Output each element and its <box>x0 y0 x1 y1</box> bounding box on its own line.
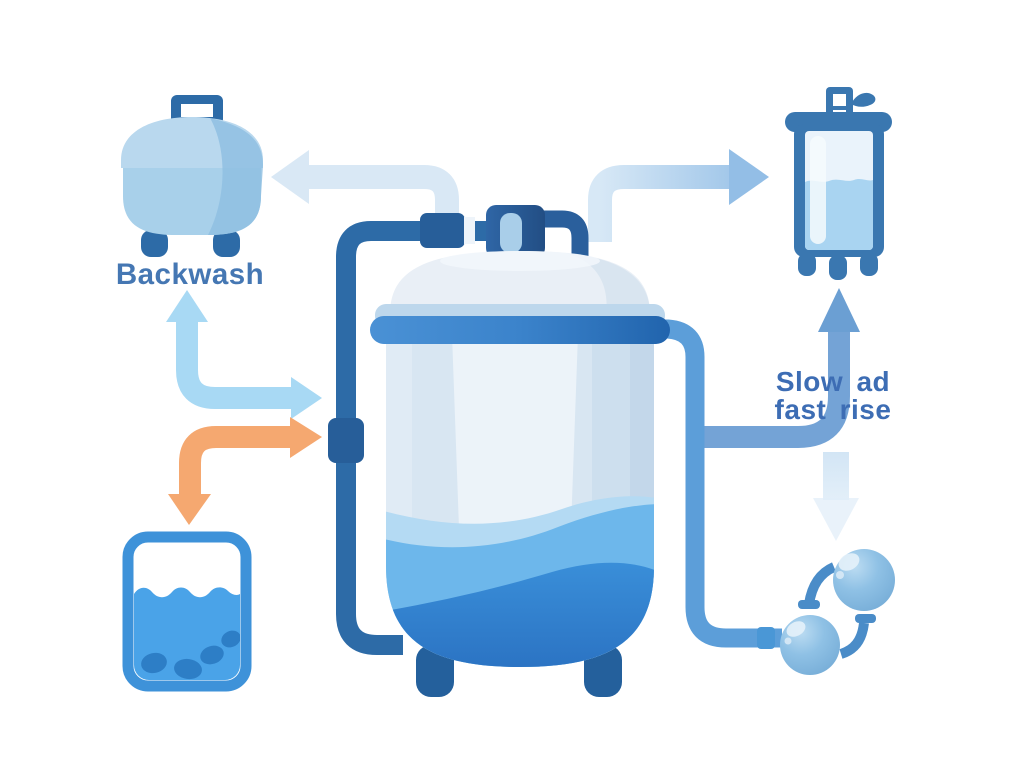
tank-leg-left <box>416 645 454 697</box>
canister-leg-right <box>860 253 878 276</box>
arrow-slow-fast-rise <box>690 288 860 448</box>
pipe-outlet-line <box>651 319 782 649</box>
arrow-tank-to-backwash <box>271 150 459 242</box>
tank-leg-right <box>584 645 622 697</box>
circulation-arrow-left-cap <box>798 600 820 609</box>
sediment-container-icon <box>122 531 252 692</box>
pot-shade <box>208 118 263 235</box>
bubble-small <box>780 615 840 675</box>
tank-collar-dark <box>370 316 670 344</box>
arrow-tank-to-collection-shaft <box>588 165 733 242</box>
arrow-light-shaft <box>176 317 294 409</box>
circulating-bubbles-icon <box>780 549 895 675</box>
bubble-large-dot <box>836 571 844 579</box>
arrow-rise-head <box>818 288 860 332</box>
arrow-up-to-backwash <box>166 290 322 419</box>
collection-tank-icon <box>785 87 892 280</box>
arrow-down-faded <box>813 452 859 541</box>
sediment-blob <box>174 658 202 680</box>
pipe-coupling-top <box>420 213 465 248</box>
sediment-blob <box>141 652 167 674</box>
pipe-coupling-side <box>328 418 364 463</box>
arrow-tank-to-collection <box>588 149 769 242</box>
circulation-arrow-left <box>804 562 837 605</box>
sediment-blob <box>221 630 240 648</box>
arrow-tank-to-backwash-head <box>271 150 309 204</box>
arrow-down-faded-head <box>813 498 859 541</box>
tank-body-shading-and-water <box>386 334 654 667</box>
arrow-orange-shaft <box>179 426 292 497</box>
pipe-end-connector <box>757 627 775 649</box>
pipe-light-path <box>651 319 782 648</box>
tank-dome-shade <box>565 253 650 317</box>
canister-fitting-slot <box>833 94 846 106</box>
arrow-tank-to-backwash-shaft <box>303 165 459 242</box>
arrow-light-right-head <box>291 377 322 419</box>
filter-tank-icon <box>370 205 670 697</box>
backwash-label: Backwash <box>116 258 264 291</box>
circulation-arrows <box>798 562 876 659</box>
pot-handle-slot <box>181 104 213 117</box>
bubble-small-dot <box>784 637 792 645</box>
pot-leg-right <box>213 230 240 257</box>
sediment-blob <box>200 645 224 665</box>
flow-label-line1: Slow ad <box>776 366 890 397</box>
bubble-large-highlight <box>838 553 860 571</box>
pot-leg-left <box>141 230 168 257</box>
pipe-connector-gap <box>464 217 475 244</box>
arrow-orange-right-head <box>290 417 322 458</box>
backwash-pot-icon <box>121 95 263 257</box>
canister-spout <box>851 92 876 107</box>
pipe-backwash-line <box>328 213 494 655</box>
canister-leg-left <box>798 253 816 276</box>
arrow-tank-to-collection-head <box>729 149 769 205</box>
tank-dome <box>390 251 650 317</box>
tank-dome-highlight <box>440 251 600 271</box>
canister-highlight <box>810 136 826 244</box>
arrow-rise-shaft <box>690 330 850 448</box>
tank-valve-highlight <box>500 213 522 253</box>
canister-leg-mid <box>829 255 847 280</box>
circulation-arrow-right <box>839 622 869 659</box>
tank-water-dark <box>386 562 654 667</box>
flow-label: Slow ad fast rise <box>775 366 892 425</box>
circulation-arrow-right-cap <box>855 614 876 623</box>
arrow-orange-down-head <box>168 494 211 525</box>
valve-right-elbow-pipe <box>543 210 589 260</box>
bubble-small-highlight <box>786 621 806 637</box>
flow-label-line2: fast rise <box>775 394 892 425</box>
arrow-light-up-head <box>166 290 208 322</box>
arrow-orange-inlet <box>168 417 322 525</box>
